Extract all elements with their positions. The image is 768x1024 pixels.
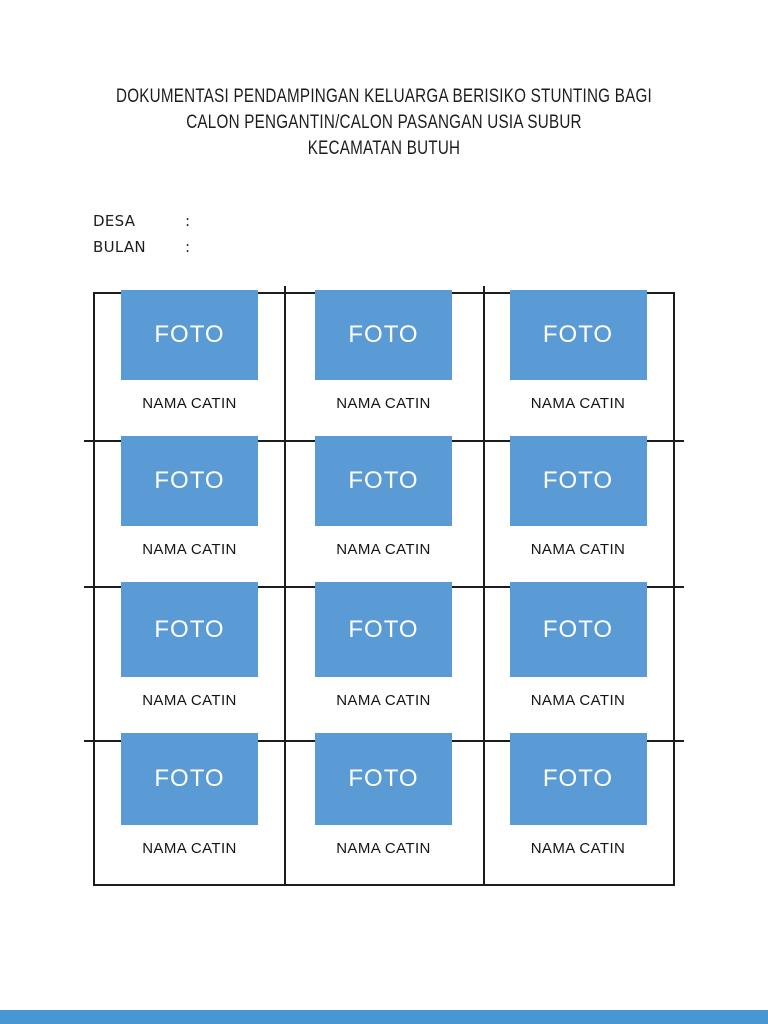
column-divider-2	[483, 286, 485, 884]
photo-cell: FOTO NAMA CATIN	[284, 733, 483, 884]
photo-placeholder-box: FOTO	[315, 582, 452, 677]
photo-caption: NAMA CATIN	[336, 840, 431, 857]
photo-caption: NAMA CATIN	[142, 395, 237, 412]
photo-caption: NAMA CATIN	[336, 692, 431, 709]
document-title: DOKUMENTASI PENDAMPINGAN KELUARGA BERISI…	[0, 84, 768, 162]
photo-cell: FOTO NAMA CATIN	[483, 290, 673, 440]
title-line-3: KECAMATAN BUTUH	[307, 138, 461, 159]
photo-caption: NAMA CATIN	[142, 840, 237, 857]
photo-grid: FOTO NAMA CATIN FOTO NAMA CATIN FOTO NAM…	[95, 290, 673, 884]
form-fields: DESA : BULAN :	[93, 208, 318, 260]
photo-placeholder-label: FOTO	[542, 765, 614, 792]
photo-placeholder-label: FOTO	[154, 765, 225, 792]
photo-caption: NAMA CATIN	[530, 541, 626, 558]
field-bulan: BULAN :	[93, 234, 318, 260]
photo-cell: FOTO NAMA CATIN	[95, 733, 284, 884]
field-desa: DESA :	[93, 208, 318, 234]
photo-placeholder-box: FOTO	[315, 290, 452, 380]
photo-placeholder-label: FOTO	[154, 467, 225, 494]
photo-placeholder-label: FOTO	[348, 615, 419, 643]
photo-cell: FOTO NAMA CATIN	[483, 436, 673, 586]
field-desa-colon: :	[185, 212, 191, 230]
viewer-footer-bar	[0, 1010, 768, 1024]
photo-caption: NAMA CATIN	[142, 541, 237, 558]
photo-placeholder-box: FOTO	[121, 582, 258, 677]
photo-placeholder-label: FOTO	[154, 321, 225, 348]
photo-cell: FOTO NAMA CATIN	[483, 582, 673, 740]
photo-cell: FOTO NAMA CATIN	[95, 290, 284, 440]
photo-placeholder-box: FOTO	[121, 733, 258, 825]
photo-cell: FOTO NAMA CATIN	[95, 436, 284, 586]
photo-placeholder-box: FOTO	[121, 290, 258, 380]
photo-placeholder-label: FOTO	[154, 615, 225, 643]
photo-cell: FOTO NAMA CATIN	[284, 582, 483, 740]
photo-cell: FOTO NAMA CATIN	[95, 582, 284, 740]
photo-caption: NAMA CATIN	[336, 395, 431, 412]
photo-placeholder-box: FOTO	[315, 436, 452, 526]
photo-placeholder-label: FOTO	[542, 615, 614, 643]
photo-placeholder-box: FOTO	[509, 733, 647, 825]
photo-cell: FOTO NAMA CATIN	[483, 733, 673, 884]
field-bulan-label: BULAN	[93, 238, 146, 256]
photo-placeholder-box: FOTO	[121, 436, 258, 526]
photo-table: FOTO NAMA CATIN FOTO NAMA CATIN FOTO NAM…	[84, 286, 684, 886]
title-line-1: DOKUMENTASI PENDAMPINGAN KELUARGA BERISI…	[116, 86, 652, 107]
photo-cell: FOTO NAMA CATIN	[284, 290, 483, 440]
photo-placeholder-box: FOTO	[509, 582, 647, 677]
photo-caption: NAMA CATIN	[336, 541, 431, 558]
photo-placeholder-label: FOTO	[542, 467, 614, 494]
photo-caption: NAMA CATIN	[530, 840, 626, 857]
photo-placeholder-label: FOTO	[542, 321, 614, 348]
photo-cell: FOTO NAMA CATIN	[284, 436, 483, 586]
title-line-2: CALON PENGANTIN/CALON PASANGAN USIA SUBU…	[186, 112, 582, 133]
photo-placeholder-box: FOTO	[509, 290, 647, 380]
photo-placeholder-box: FOTO	[509, 436, 647, 526]
photo-placeholder-label: FOTO	[348, 765, 419, 792]
photo-caption: NAMA CATIN	[530, 692, 626, 709]
column-divider-1	[284, 286, 286, 884]
photo-placeholder-box: FOTO	[315, 733, 452, 825]
field-bulan-value	[198, 234, 318, 260]
photo-caption: NAMA CATIN	[530, 395, 626, 412]
field-desa-value	[198, 208, 318, 234]
photo-caption: NAMA CATIN	[142, 692, 237, 709]
field-bulan-colon: :	[185, 238, 191, 256]
field-desa-label: DESA	[93, 212, 136, 230]
photo-placeholder-label: FOTO	[348, 467, 419, 494]
photo-placeholder-label: FOTO	[348, 321, 419, 348]
